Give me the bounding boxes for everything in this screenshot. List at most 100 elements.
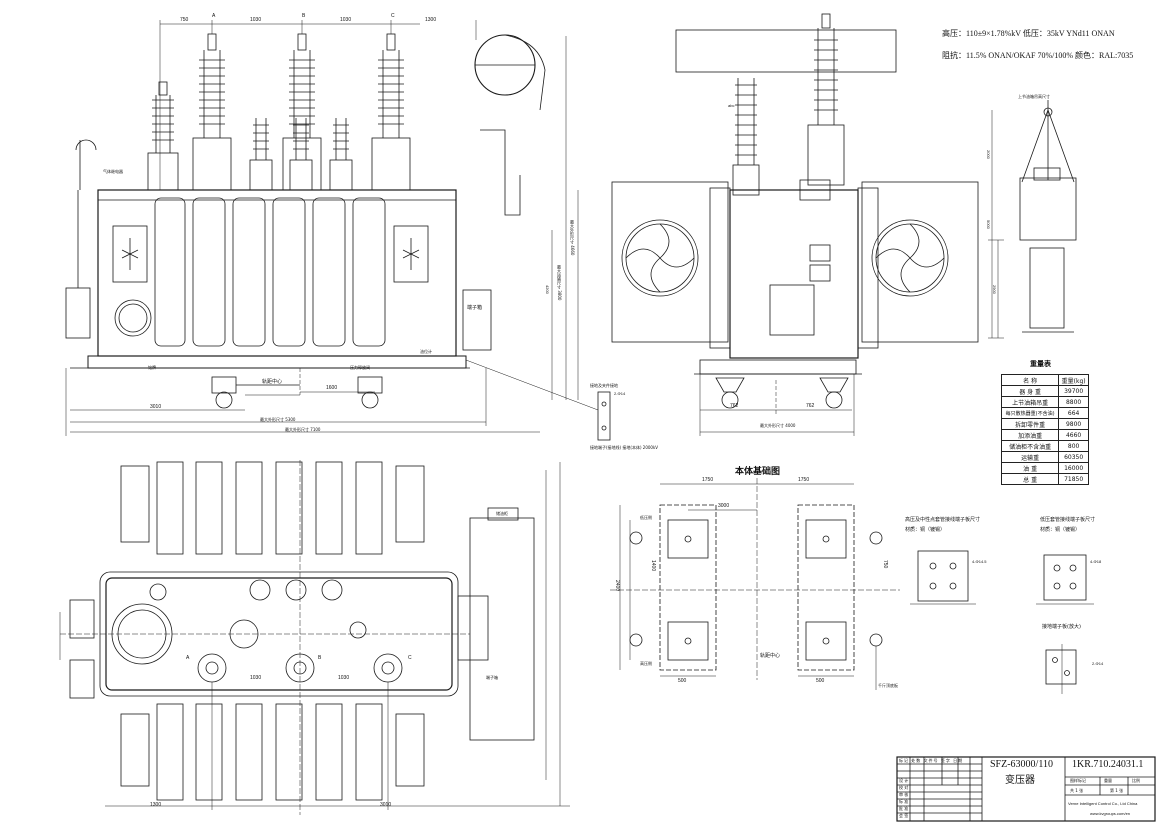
terminal-plates — [910, 550, 1094, 694]
hv-terminal-material: 材质：铜（镀锡） — [905, 527, 946, 533]
note-pressure-relief: 压力释放阀 — [350, 365, 370, 370]
tb-label-sign: 签字 — [940, 758, 951, 763]
weight-name: 加添油重 — [1000, 429, 1060, 441]
phase-a-label: A — [212, 13, 216, 19]
hv-terminal-title: 高压及中性点套管接线端子板尺寸 — [905, 517, 981, 523]
plan-conservator: 储油柜 — [496, 511, 508, 516]
weight-name: 拆卸零件重 — [1000, 418, 1060, 430]
tb-label-file: 文件号 — [923, 758, 939, 763]
title-block — [896, 756, 1156, 822]
weight-value: 60350 — [1058, 451, 1089, 463]
weight-value: 4660 — [1058, 429, 1089, 441]
phase-c-label: C — [391, 13, 395, 19]
lv-terminal-title: 低压套管接线端子板尺寸 — [1040, 517, 1096, 523]
plan-dim-2: 1030 — [338, 675, 350, 681]
weight-value: 9800 — [1058, 418, 1089, 430]
weight-name: 器 身 重 — [1000, 385, 1060, 397]
foundation-title: 本体基础图 — [735, 467, 781, 477]
tb-row-labels: 标记 处数 文件号 签字 日期 — [899, 759, 963, 763]
tb-left-4: 标 准 — [899, 799, 909, 804]
tb-website: www.kvgroups.com/en — [1090, 811, 1131, 816]
side-dim-1: 762 — [730, 403, 739, 409]
lv-bushings — [249, 118, 353, 191]
foundation-center: 轨距中心 — [760, 653, 781, 659]
tb-header-1: 图样标记 — [1070, 778, 1086, 783]
dim-top-1: 750 — [180, 17, 189, 23]
tb-company: Verne Intelligent Control Co., Ltd China — [1068, 801, 1138, 806]
note-nameplate: 铭牌 — [148, 365, 156, 370]
table-row: 每只散热器重(不含油)664 — [1000, 407, 1089, 419]
height-label-3: 4200 — [545, 285, 550, 294]
side-dim-2: 762 — [806, 403, 815, 409]
front-dimensions — [65, 20, 579, 436]
tb-header-3: 比例 — [1132, 778, 1140, 783]
tb-drawing-no: 1KR.710.24031.1 — [1072, 759, 1144, 770]
weights-header-row: 名 称 重量(kg) — [1000, 374, 1089, 386]
front-view — [65, 20, 611, 441]
lv-terminal-material: 材质：铜（镀锡） — [1040, 527, 1081, 533]
plan-dim-4: 3010 — [380, 802, 392, 808]
plan-terminal-box: 端子箱 — [486, 675, 498, 680]
hv-bushings — [192, 33, 411, 191]
note-gas-relay: 气体继电器 — [103, 169, 123, 174]
weight-name: 储油柜不含油重 — [1000, 440, 1060, 452]
foundation-jack: 千斤顶底板 — [878, 683, 898, 688]
tb-header-2: 重量 — [1104, 778, 1112, 783]
tb-sheet-total: 共 1 张 — [1070, 788, 1084, 793]
foundation-dim-1: 1750 — [702, 477, 714, 483]
tb-left-2: 校 对 — [899, 785, 909, 790]
height-label-2: 最大运输尺寸 3800 — [557, 265, 562, 301]
tb-label-count: 处数 — [911, 758, 922, 763]
weight-value: 39700 — [1058, 385, 1089, 397]
dim-top-4: 1300 — [425, 17, 437, 23]
lift-dim-3: 2900 — [992, 285, 997, 294]
lift-drawing — [988, 100, 1077, 339]
foundation-dim-5: 2400 — [614, 580, 620, 592]
ground-holes: 2-Φ14 — [1092, 661, 1104, 666]
height-label-1: 最大外形尺寸 4660 — [570, 220, 575, 256]
foundation-dim-7: 500 — [678, 678, 687, 684]
weights-title: 重量表 — [1030, 360, 1051, 368]
plan-phase-b: B — [318, 655, 322, 661]
terminal-box-label: 端子箱 — [467, 305, 483, 311]
plan-dim-1: 1030 — [250, 675, 262, 681]
dim-top-3: 1030 — [340, 17, 352, 23]
tb-name: 变压器 — [1005, 775, 1035, 786]
weights-header-name: 名 称 — [1000, 374, 1060, 386]
weight-name: 每只散热器重(不含油) — [1000, 407, 1060, 419]
ground-terminal-title: 接地端子板(放大) — [1042, 624, 1081, 630]
tb-label-mark: 标记 — [899, 758, 909, 763]
tb-left-6: 会 签 — [899, 813, 909, 818]
plan-dim-3: 1300 — [150, 802, 162, 808]
weight-value: 16000 — [1058, 462, 1089, 474]
phase-b-label: B — [302, 13, 306, 19]
plan-radiators-bottom — [120, 703, 425, 801]
lift-title: 上节油箱吊高尺寸 — [1018, 94, 1050, 99]
foundation-dim-8: 500 — [816, 678, 825, 684]
dim-top-2: 1030 — [250, 17, 262, 23]
weight-name: 运输重 — [1000, 451, 1060, 463]
foundation-dim-2: 1750 — [798, 477, 810, 483]
tb-model: SFZ-63000/110 — [990, 759, 1053, 770]
side-abc-label: abc — [728, 103, 735, 108]
plan-phase-c: C — [408, 655, 412, 661]
hv-holes: 4-Φ14.5 — [972, 559, 987, 564]
plan-radiators-top — [120, 461, 425, 555]
foundation-lv-side: 低压侧 — [640, 515, 652, 520]
side-view — [611, 13, 979, 436]
weight-name: 总 重 — [1000, 473, 1060, 485]
tb-label-date: 日期 — [953, 758, 964, 763]
weight-name: 油 重 — [1000, 462, 1060, 474]
overall-length-1: 最大外形尺寸 5300 — [260, 417, 296, 422]
front-radiators — [154, 197, 386, 347]
dim-bottom-1: 3010 — [150, 404, 162, 410]
weights-header-value: 重量(kg) — [1058, 374, 1089, 386]
